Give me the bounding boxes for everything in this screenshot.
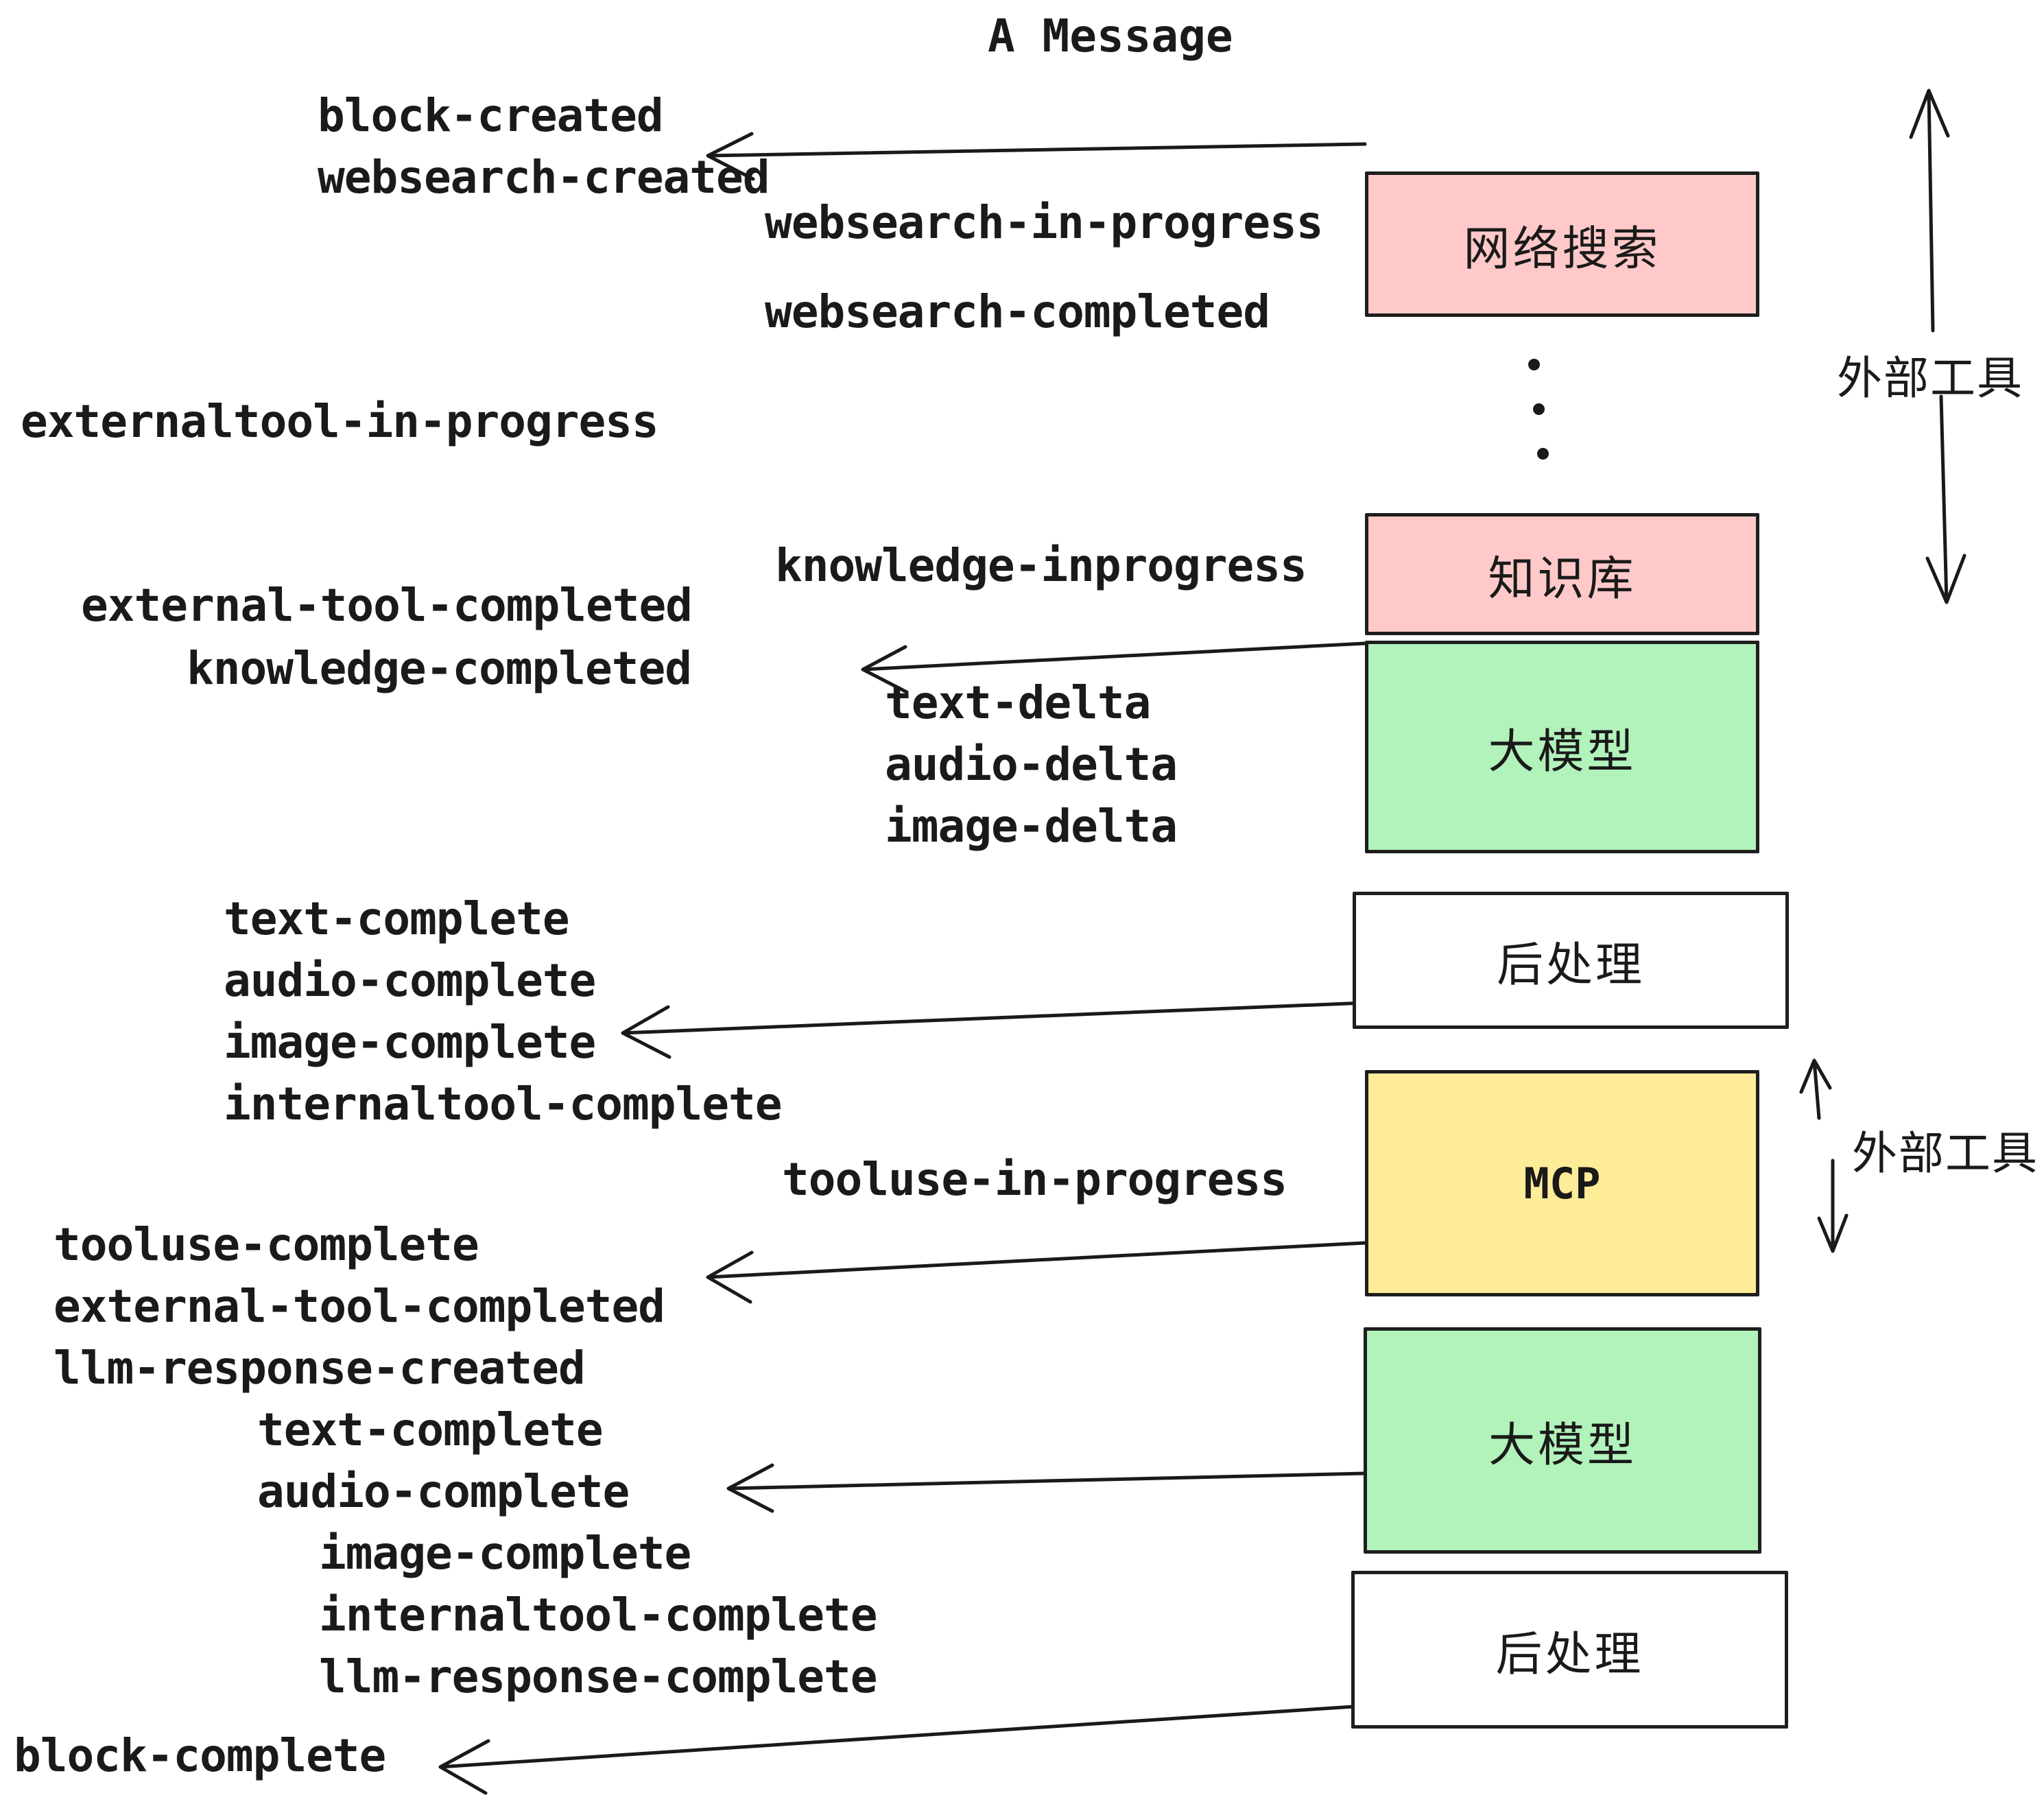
box-llm-1: 大模型 [1365, 641, 1759, 853]
box-knowledge-label: 知识库 [1488, 552, 1637, 605]
arrow-to-block-created [706, 132, 1367, 181]
box-websearch: 网络搜索 [1365, 171, 1759, 317]
event-audio-complete-1: audio-complete [224, 954, 596, 1007]
event-external-tool-completed-2: external-tool-completed [54, 1280, 665, 1333]
event-audio-complete-2: audio-complete [257, 1465, 630, 1518]
arrow-to-block-complete [438, 1703, 1377, 1795]
event-websearch-completed: websearch-completed [765, 285, 1270, 338]
external-tools-label-top: 外部工具 [1837, 353, 2023, 403]
event-text-complete-1: text-complete [224, 892, 570, 945]
event-audio-delta-1: audio-delta [885, 738, 1178, 791]
event-internaltool-complete-1: internaltool-complete [224, 1078, 782, 1130]
box-postprocess-1-label: 后处理 [1496, 938, 1645, 991]
event-tooluse-in-progress: tooluse-in-progress [782, 1153, 1287, 1206]
box-postprocess-1: 后处理 [1353, 892, 1789, 1029]
event-websearch-in-progress: websearch-in-progress [765, 196, 1323, 249]
box-websearch-label: 网络搜索 [1463, 222, 1661, 275]
box-llm-2: 大模型 [1364, 1327, 1761, 1554]
event-internaltool-complete-2: internaltool-complete [319, 1589, 877, 1641]
event-text-delta-1: text-delta [885, 676, 1151, 729]
external-tools-label-bottom: 外部工具 [1852, 1128, 2039, 1178]
event-knowledge-completed: knowledge-completed [187, 642, 692, 695]
event-knowledge-inprogress: knowledge-inprogress [775, 539, 1307, 592]
event-llm-response-complete: llm-response-complete [319, 1650, 877, 1703]
ellipsis-dot [1528, 359, 1540, 370]
arrow-to-image-complete [621, 1001, 1367, 1059]
event-externaltool-in-progress: externaltool-in-progress [21, 395, 659, 448]
box-postprocess-2: 后处理 [1351, 1571, 1788, 1729]
box-postprocess-2-label: 后处理 [1495, 1628, 1644, 1681]
external-tools-2-up-arrow [1799, 1058, 1832, 1120]
ellipsis-dot [1537, 448, 1549, 460]
box-llm-1-label: 大模型 [1488, 725, 1637, 778]
box-knowledge: 知识库 [1365, 513, 1759, 635]
event-image-delta-1: image-delta [885, 800, 1178, 853]
event-text-complete-2: text-complete [257, 1403, 604, 1456]
event-websearch-created: websearch-created [318, 151, 770, 204]
arrow-to-external-tool-completed [706, 1241, 1367, 1304]
event-llm-response-created: llm-response-created [54, 1342, 586, 1394]
event-block-created: block-created [318, 89, 664, 142]
external-tools-up-arrow [1909, 88, 1950, 333]
external-tools-down-arrow [1925, 394, 1966, 604]
box-llm-2-label: 大模型 [1488, 1419, 1637, 1471]
external-tools-2-down-arrow [1817, 1159, 1849, 1253]
event-image-complete-2: image-complete [319, 1527, 691, 1580]
arrow-to-audio-complete [726, 1463, 1367, 1513]
event-external-tool-completed-1: external-tool-completed [81, 579, 693, 632]
event-block-complete: block-complete [14, 1729, 386, 1782]
diagram-title: A Message [988, 10, 1233, 62]
event-tooluse-complete: tooluse-complete [54, 1218, 479, 1271]
box-mcp-label: MCP [1523, 1158, 1601, 1209]
box-mcp: MCP [1365, 1070, 1759, 1296]
event-image-complete-1: image-complete [224, 1016, 596, 1069]
ellipsis-dot [1533, 403, 1545, 415]
